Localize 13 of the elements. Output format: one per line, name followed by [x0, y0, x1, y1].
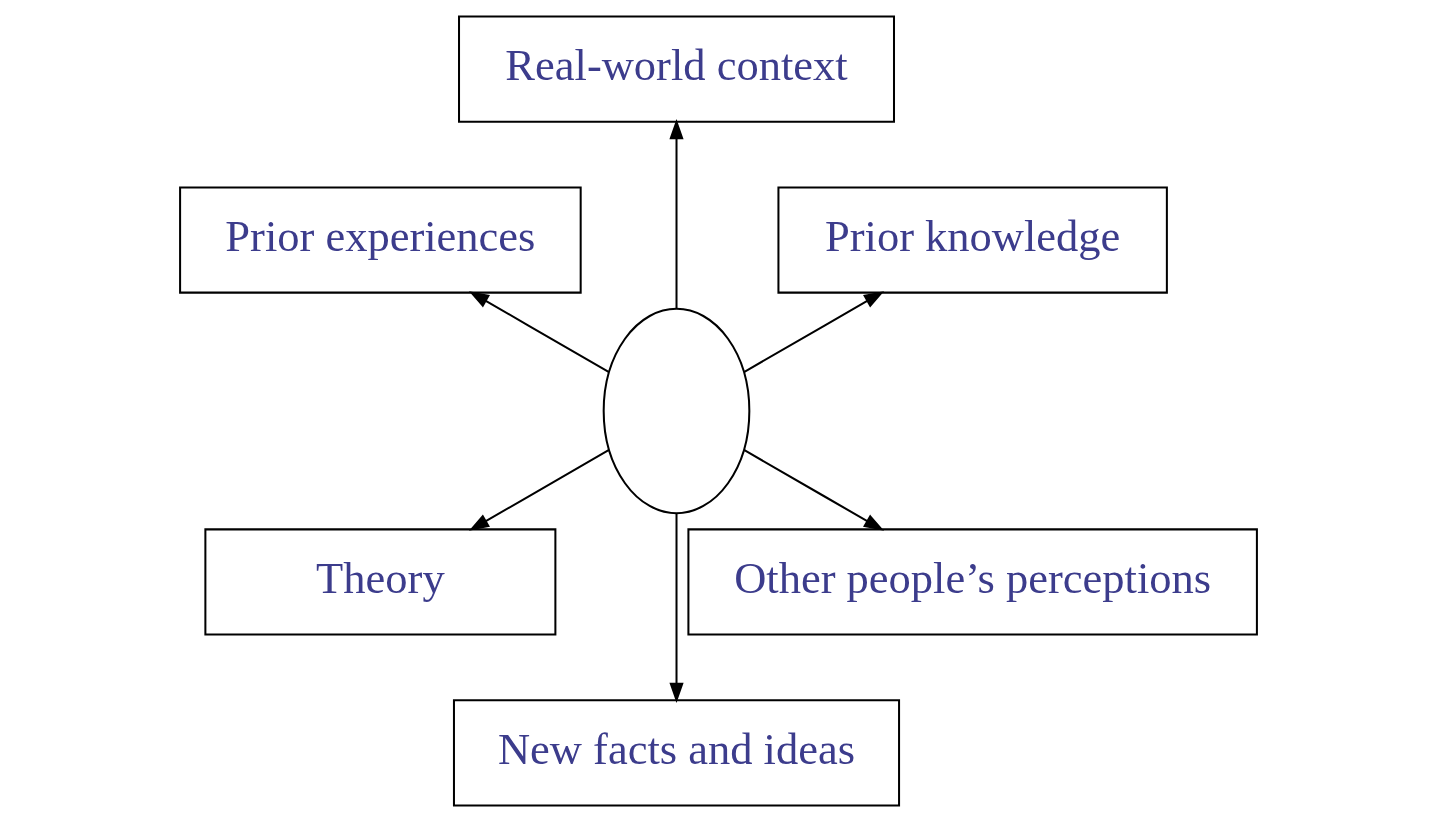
arrow — [468, 291, 610, 373]
arrow — [743, 449, 885, 531]
node-box: Other people’s perceptions — [687, 528, 1258, 636]
node-box: Prior experiences — [179, 186, 582, 294]
node-box: Real-world context — [458, 15, 895, 123]
arrow — [468, 449, 610, 531]
arrow — [669, 118, 684, 309]
node-box: New facts and ideas — [452, 699, 901, 807]
node-box: Theory — [204, 528, 557, 636]
arrow — [743, 291, 885, 373]
node-box: Prior knowledge — [777, 186, 1168, 294]
arrow — [669, 513, 684, 704]
node-ellipse — [602, 307, 751, 515]
